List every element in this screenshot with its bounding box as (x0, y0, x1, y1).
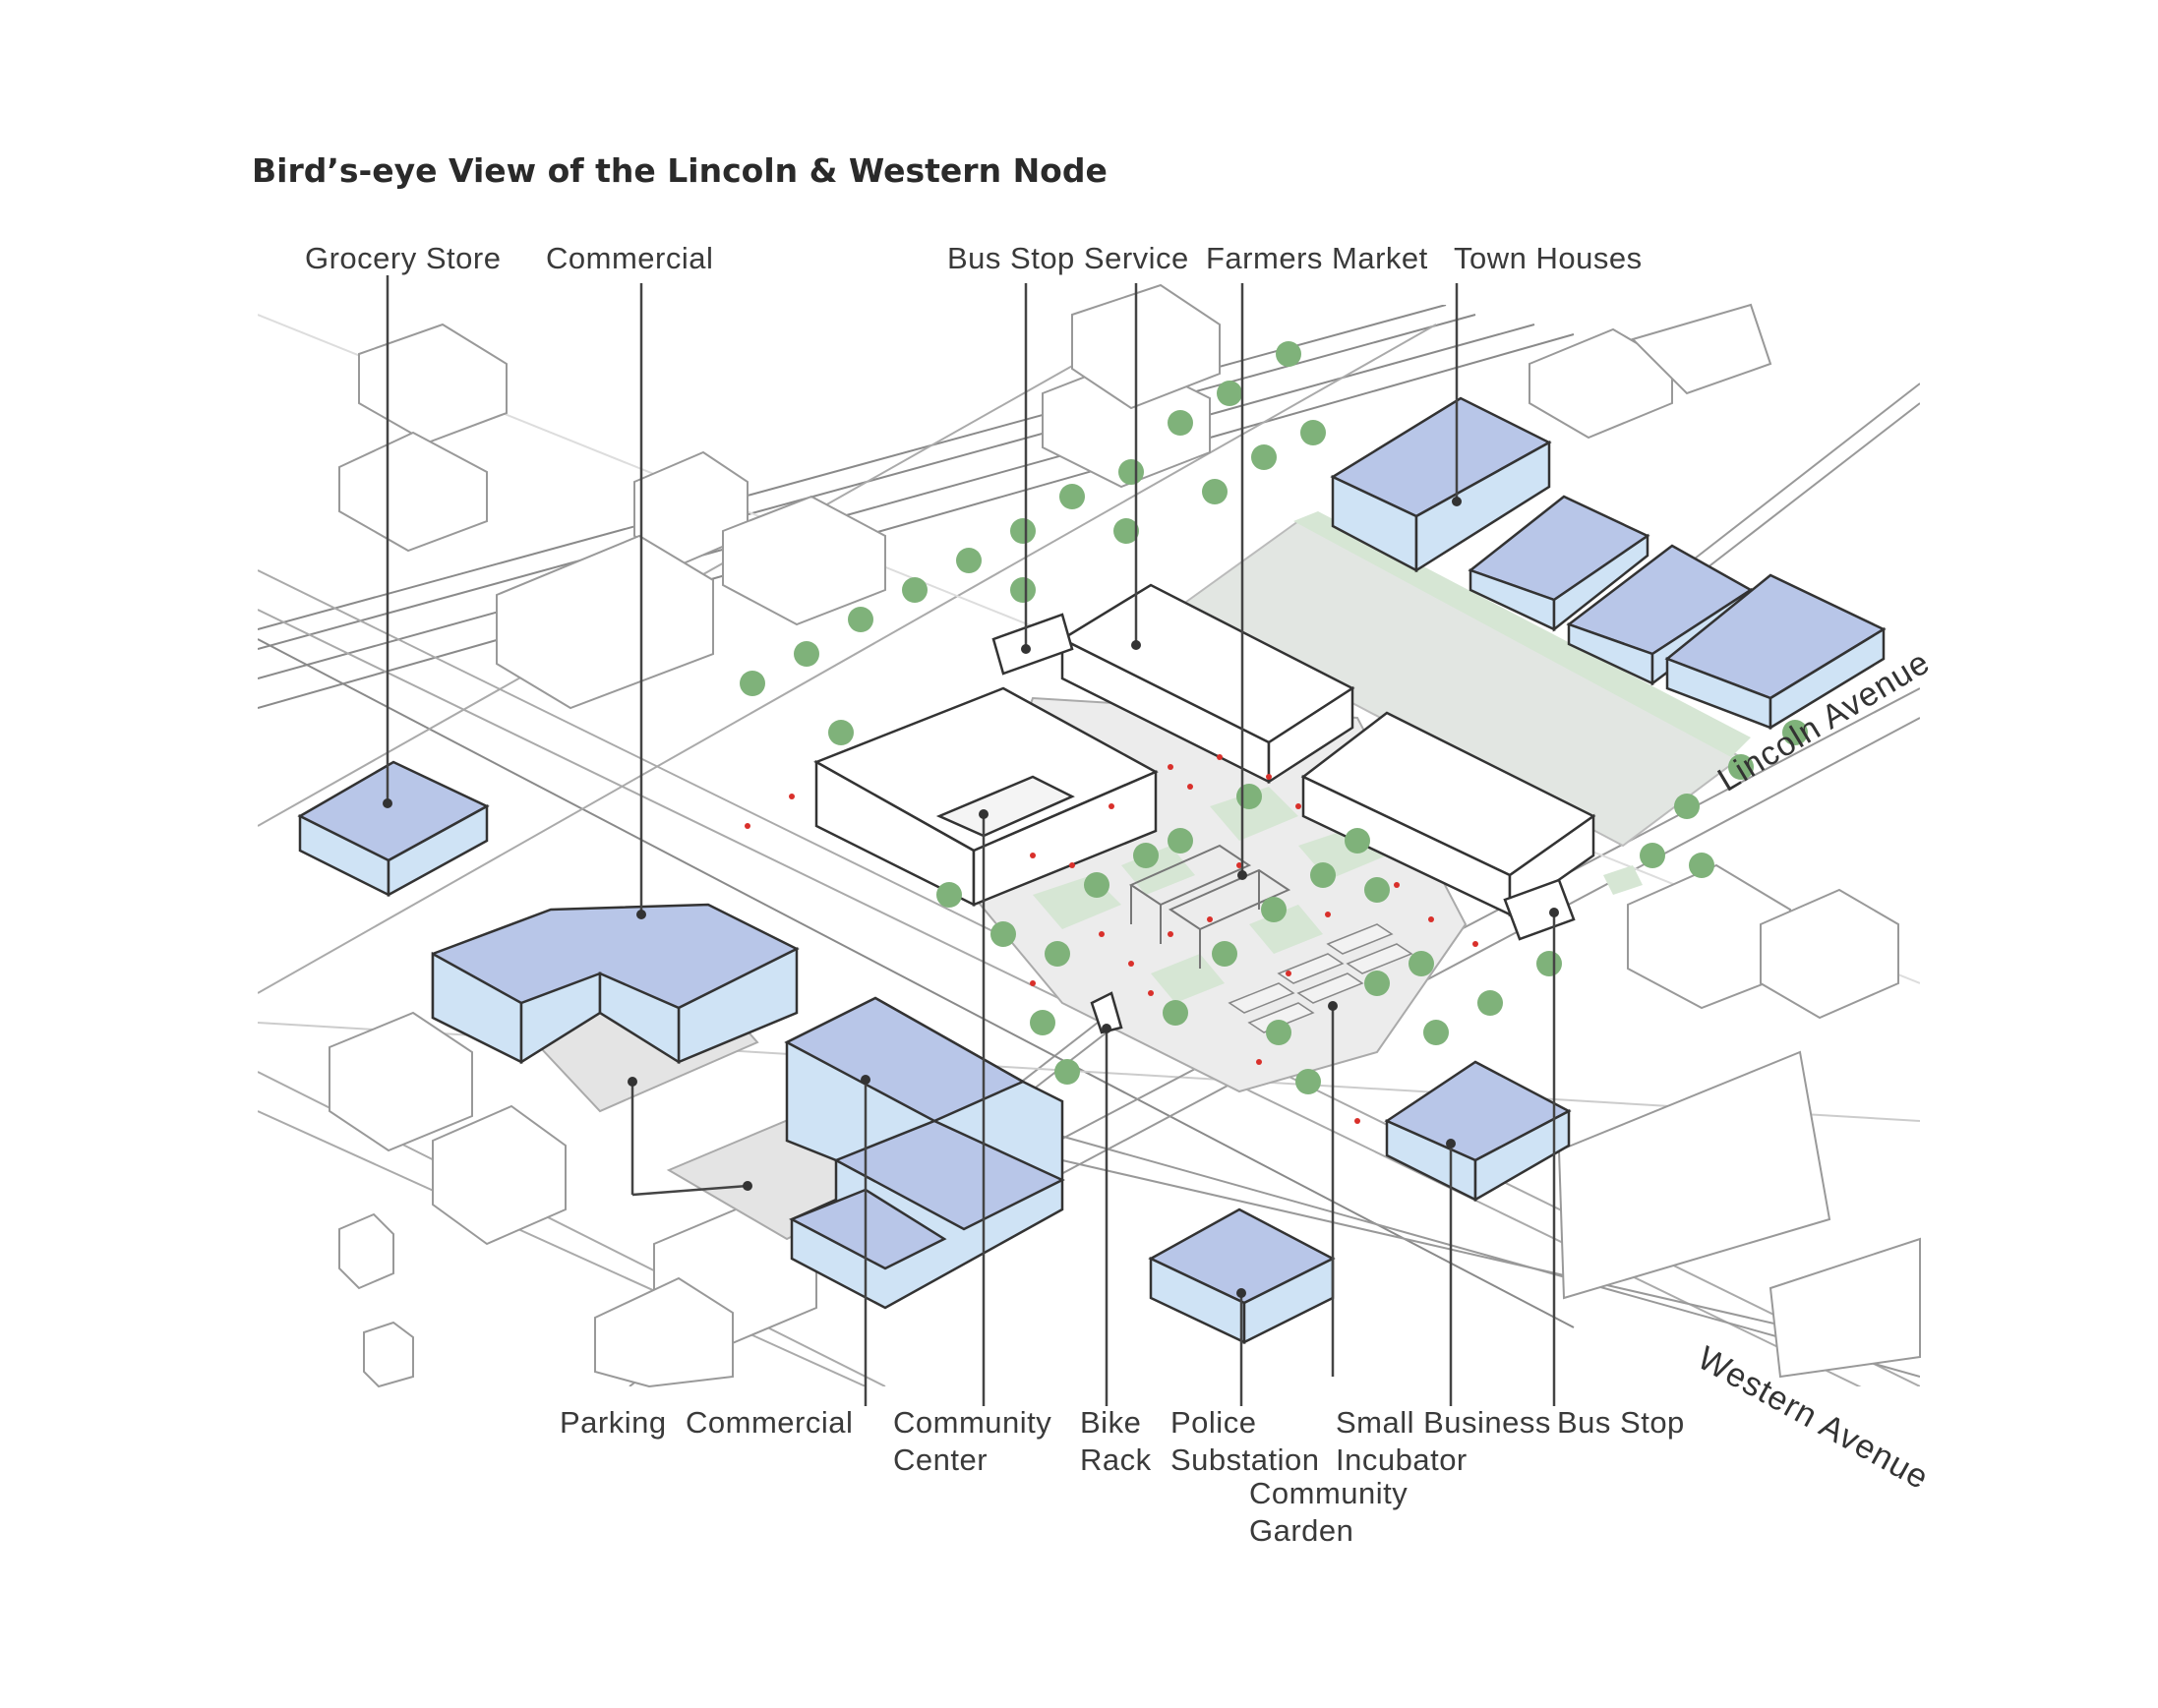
leader-lines (386, 275, 1556, 1406)
green-patches (1033, 787, 1643, 1003)
label-community-center-line1: Community (893, 1405, 1052, 1440)
label-commercial-bottom: Commercial (686, 1405, 854, 1440)
police-kiosk (1090, 991, 1123, 1034)
commercial-top-building (431, 903, 800, 1065)
label-community-garden-line2: Garden (1249, 1513, 1354, 1548)
bus-shelter-north (991, 613, 1074, 676)
diagram-title: Bird’s-eye View of the Lincoln & Western… (252, 151, 1108, 190)
small-business-incubator-building (1384, 1060, 1572, 1203)
label-bus-stop-service: Bus Stop Service (947, 241, 1189, 275)
label-police-line1: Police (1170, 1405, 1257, 1440)
label-farmers-market: Farmers Market (1206, 241, 1428, 275)
label-small-business-line1: Small Business (1336, 1405, 1551, 1440)
label-community-center-line2: Center (893, 1443, 989, 1477)
label-community-garden-line1: Community (1249, 1476, 1409, 1510)
community-center-building (813, 686, 1159, 908)
bike-rack-canopies (1128, 844, 1291, 969)
label-bike-rack-line1: Bike (1080, 1405, 1142, 1440)
label-small-business-line2: Incubator (1336, 1443, 1468, 1477)
grocery-store-building (297, 760, 490, 898)
label-police-line2: Substation (1170, 1443, 1320, 1477)
label-bike-rack-line2: Rack (1080, 1443, 1152, 1477)
label-grocery-store: Grocery Store (305, 241, 502, 275)
green-strip (1293, 511, 1751, 757)
small-business-building (1300, 711, 1596, 917)
town-houses-buildings (1330, 396, 1887, 731)
label-town-houses: Town Houses (1454, 241, 1643, 275)
bus-shelter-south (1503, 878, 1576, 941)
context-buildings (329, 283, 1921, 1388)
label-commercial-top: Commercial (546, 241, 714, 275)
label-parking: Parking (560, 1405, 667, 1440)
trees (740, 341, 1808, 1094)
leader-dots (383, 497, 1559, 1298)
people (745, 754, 1478, 1124)
community-garden-plots (1228, 923, 1413, 1033)
commercial-bottom-building (784, 996, 1065, 1310)
label-bus-stop: Bus Stop (1557, 1405, 1685, 1440)
